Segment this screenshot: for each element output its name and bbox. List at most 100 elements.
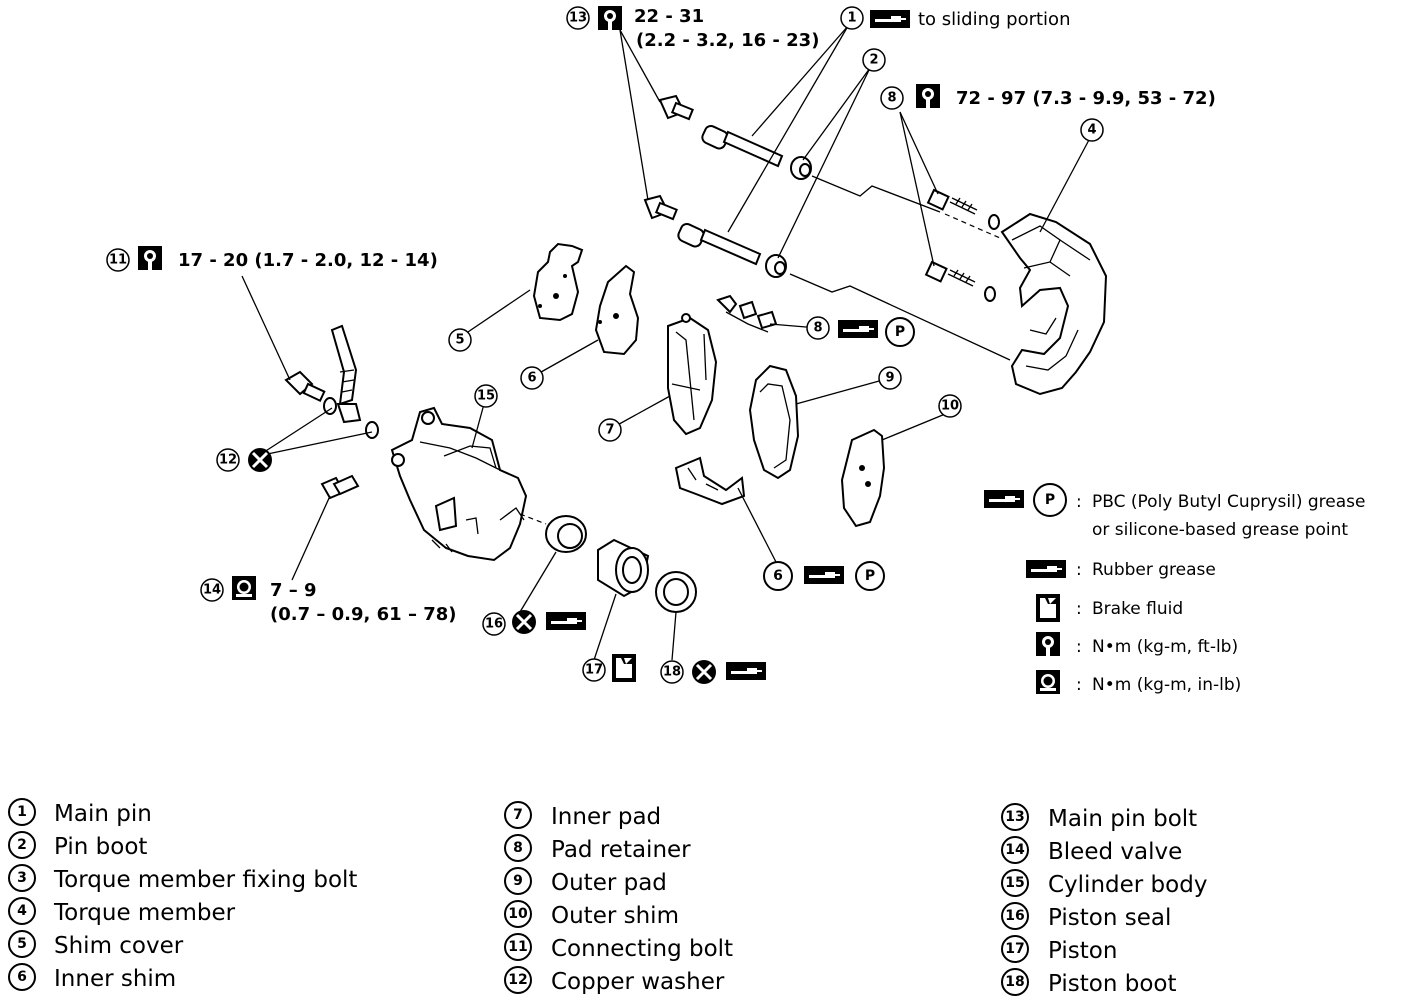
key-grease-p: P : PBC (Poly Butyl Cuprysil) grease or …: [984, 483, 1365, 540]
callout-3-torque: 8 72 - 97 (7.3 - 9.9, 53 - 72): [880, 84, 1216, 110]
callout-13-torque-detail: (2.2 - 3.2, 16 - 23): [636, 30, 819, 51]
svg-text::: :: [1076, 637, 1082, 657]
legend-item-1: 1 Main pin: [8, 798, 152, 827]
svg-text:15: 15: [1005, 875, 1024, 891]
legend-item-8: 8 Pad retainer: [504, 834, 691, 863]
svg-text:P: P: [1045, 492, 1055, 508]
svg-text:Piston: Piston: [1048, 938, 1117, 964]
callout-1: 1 to sliding portion: [840, 6, 1070, 30]
svg-text:4: 4: [17, 903, 27, 919]
svg-text:8: 8: [887, 91, 896, 106]
hose-fitting: [336, 403, 362, 424]
key-brake-fluid-text: Brake fluid: [1092, 599, 1183, 619]
piston-boot: [655, 571, 697, 613]
svg-text:Outer shim: Outer shim: [551, 903, 679, 929]
svg-text:1: 1: [17, 804, 27, 820]
callout-16: 16: [482, 608, 586, 636]
symbol-key: P : PBC (Poly Butyl Cuprysil) grease or …: [984, 483, 1365, 695]
svg-text:Pad retainer: Pad retainer: [551, 837, 691, 863]
copper-washer-1: [323, 397, 337, 415]
svg-text:P: P: [865, 568, 875, 584]
svg-text:Inner shim: Inner shim: [54, 966, 176, 992]
main-pin-bolt-lower: [643, 194, 678, 221]
svg-text:Main pin: Main pin: [54, 801, 152, 827]
svg-text:Connecting bolt: Connecting bolt: [551, 936, 733, 962]
svg-text:8: 8: [513, 840, 523, 856]
svg-text:P: P: [895, 324, 905, 340]
svg-text:16: 16: [1005, 908, 1024, 924]
callout-6-upper: 6: [520, 366, 544, 390]
main-pin-upper: [701, 124, 784, 168]
svg-text:Copper washer: Copper washer: [551, 969, 725, 995]
key-grease-p-text2: or silicone-based grease point: [1092, 520, 1348, 540]
svg-text:15: 15: [477, 389, 495, 404]
key-grease-p-text: PBC (Poly Butyl Cuprysil) grease: [1092, 492, 1365, 512]
svg-text:1: 1: [847, 11, 856, 26]
svg-text:6: 6: [527, 371, 536, 386]
svg-text:Piston boot: Piston boot: [1048, 971, 1176, 997]
svg-text:16: 16: [485, 617, 503, 632]
legend-item-10: 10 Outer shim: [504, 900, 679, 929]
torque-member-fixing-bolt-upper: [926, 188, 1000, 230]
leader-lines: [241, 25, 1091, 661]
key-brake-fluid: : Brake fluid: [1036, 594, 1183, 622]
legend-item-16: 16 Piston seal: [1001, 902, 1171, 931]
cylinder-body: [390, 406, 528, 562]
callout-17: 17: [582, 654, 636, 682]
callout-8-torque: 72 - 97 (7.3 - 9.9, 53 - 72): [956, 88, 1216, 109]
connecting-bolt: [284, 370, 326, 402]
callout-15: 15: [474, 384, 498, 408]
shim-cover: [532, 242, 584, 322]
callout-13-torque: 22 - 31: [634, 6, 704, 27]
torque-member-fixing-bolt-lower: [924, 260, 996, 302]
svg-text:14: 14: [203, 583, 221, 598]
key-rubber-grease-text: Rubber grease: [1092, 560, 1216, 580]
key-torque-ftlb: : N•m (kg-m, ft-lb): [1036, 632, 1238, 657]
svg-text:18: 18: [663, 665, 681, 680]
callout-12: 12: [216, 446, 274, 474]
svg-text:4: 4: [1087, 123, 1096, 138]
callout-6-lower: 6 P: [763, 561, 885, 591]
callout-9: 9: [878, 366, 902, 390]
legend-item-4: 4 Torque member: [8, 897, 236, 926]
piston: [597, 538, 650, 598]
svg-text:Main pin bolt: Main pin bolt: [1048, 806, 1197, 832]
pin-boot-lower: [765, 254, 787, 278]
svg-text:11: 11: [109, 253, 127, 268]
svg-text:14: 14: [1005, 842, 1025, 858]
svg-text:Piston seal: Piston seal: [1048, 905, 1171, 931]
svg-text:9: 9: [885, 371, 894, 386]
callout-8: 8 P: [806, 316, 915, 347]
callout-5: 5: [448, 328, 472, 352]
bleed-valve: [320, 474, 360, 500]
callout-18: 18: [660, 658, 766, 686]
key-rubber-grease: : Rubber grease: [1026, 560, 1216, 580]
svg-text:7: 7: [513, 807, 523, 823]
svg-text:10: 10: [508, 906, 528, 922]
copper-washer-2: [365, 421, 379, 439]
svg-text:17: 17: [585, 663, 603, 678]
svg-text:8: 8: [813, 321, 822, 336]
svg-text:5: 5: [17, 936, 27, 952]
svg-text:6: 6: [773, 568, 783, 584]
svg-text:Torque member: Torque member: [53, 900, 236, 926]
svg-text:5: 5: [455, 333, 464, 348]
svg-text::: :: [1076, 492, 1082, 512]
torque-member: [1000, 212, 1108, 396]
callout-7: 7: [598, 418, 622, 442]
inner-shim: [594, 264, 640, 356]
main-pin-lower: [677, 222, 762, 266]
inner-pad: [667, 313, 718, 436]
